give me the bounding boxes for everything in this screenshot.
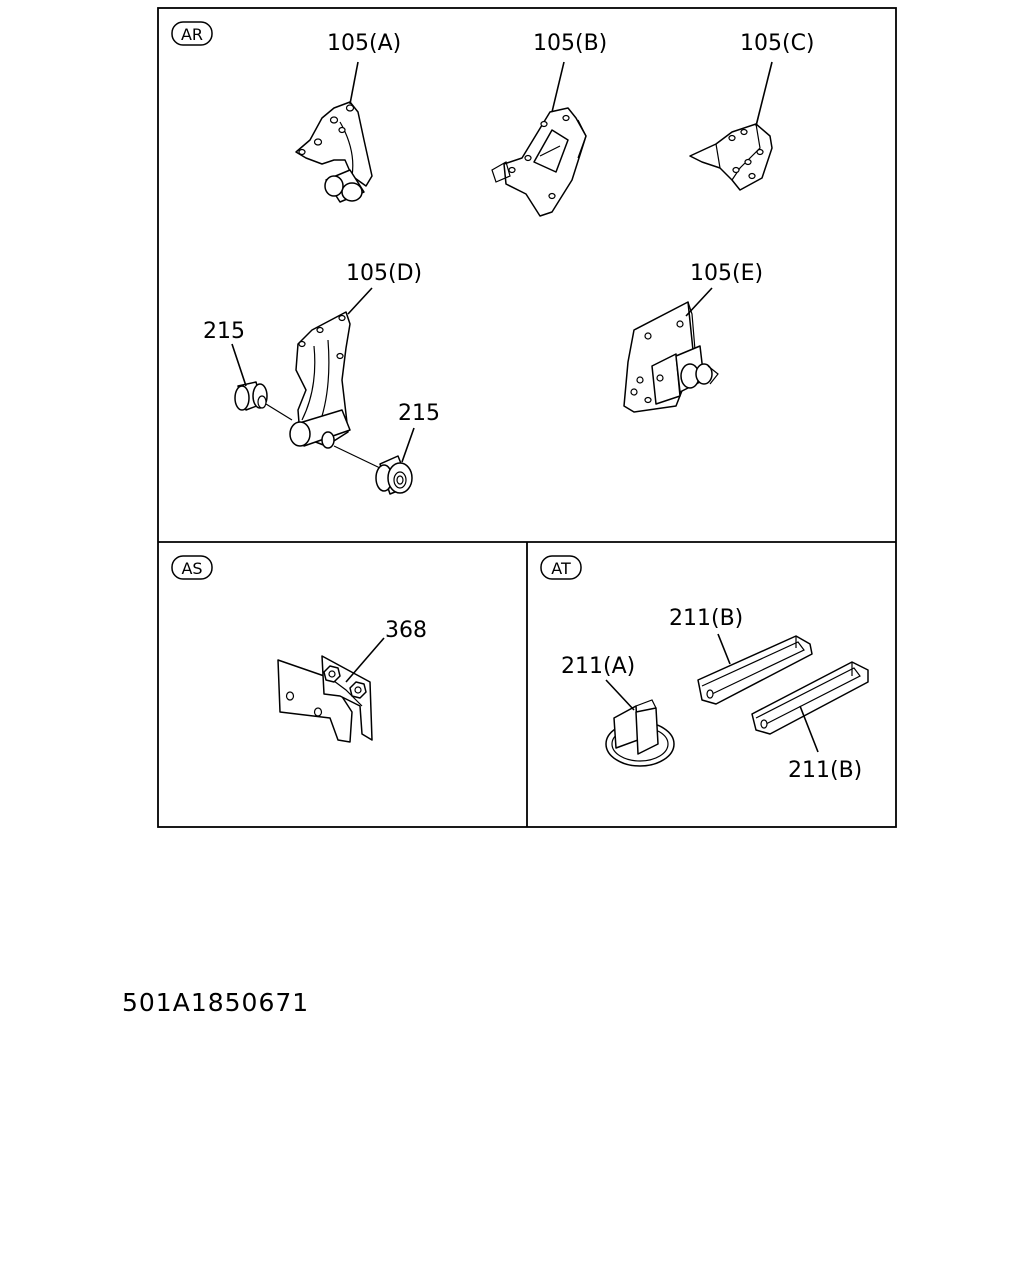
label-215-left: 215	[203, 319, 245, 344]
label-105a: 105(A)	[327, 31, 401, 56]
diagram-frames	[157, 7, 897, 828]
svg-text:AS: AS	[181, 559, 202, 578]
leader-105b	[551, 61, 565, 113]
label-105e: 105(E)	[690, 261, 763, 286]
label-368: 368	[385, 618, 427, 643]
part-211a-clip	[605, 699, 675, 767]
part-211b-rail-bottom	[751, 661, 869, 735]
section-tag-ar: AR	[171, 21, 213, 46]
leader-105a	[349, 61, 359, 105]
leader-368	[345, 637, 385, 683]
label-215-right: 215	[398, 401, 440, 426]
part-105b-bracket	[491, 107, 587, 217]
section-tag-as: AS	[171, 555, 213, 580]
part-105d-bracket	[289, 311, 351, 449]
leader-211a	[605, 679, 635, 711]
svg-text:AT: AT	[551, 559, 571, 578]
label-211b-bottom: 211(B)	[788, 758, 862, 783]
figure-code: 501A1850671	[122, 988, 310, 1017]
leader-105c	[755, 61, 773, 127]
svg-text:AR: AR	[181, 25, 203, 44]
section-tag-at: AT	[540, 555, 582, 580]
part-105c-bracket	[689, 123, 773, 191]
part-215-bushing-right	[333, 445, 413, 495]
part-368-bracket	[277, 655, 373, 743]
leader-211b-top	[717, 633, 731, 665]
leader-105e	[685, 287, 713, 317]
leader-211b-bottom	[799, 705, 819, 753]
part-105a-bracket	[295, 101, 373, 203]
leader-105d	[347, 287, 373, 315]
leader-215-left	[231, 343, 247, 387]
label-105d: 105(D)	[346, 261, 422, 286]
part-215-bushing-left	[234, 381, 293, 421]
leader-215-right	[401, 427, 415, 463]
part-105e-bracket	[623, 301, 719, 413]
label-105c: 105(C)	[740, 31, 815, 56]
label-105b: 105(B)	[533, 31, 607, 56]
label-211a: 211(A)	[561, 654, 635, 679]
label-211b-top: 211(B)	[669, 606, 743, 631]
part-211b-rail-top	[697, 635, 813, 705]
